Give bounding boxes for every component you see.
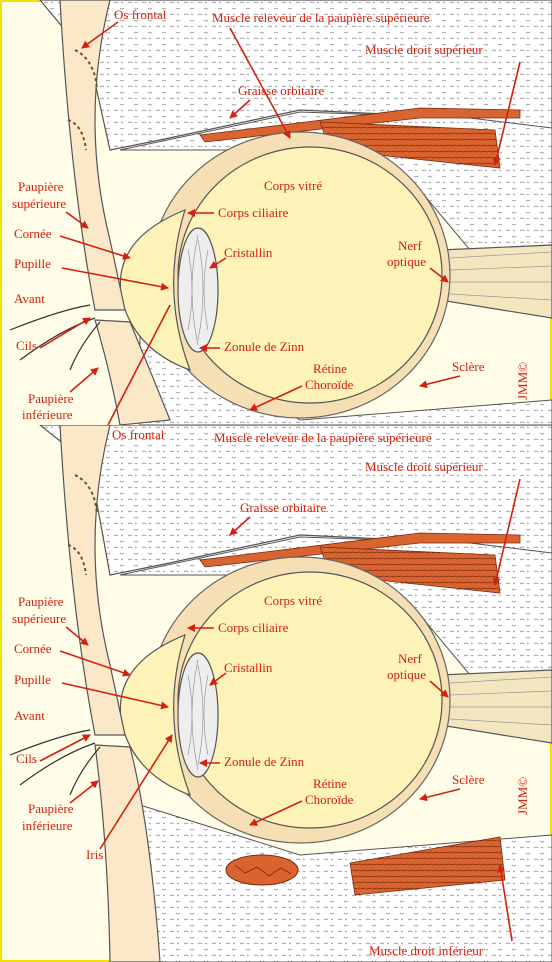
label-upper-eyelid-2: supérieure — [12, 196, 66, 211]
label-zonule: Zonule de Zinn — [224, 754, 305, 769]
label-optic-nerve-2: optique — [387, 254, 426, 269]
label-front: Avant — [14, 291, 45, 306]
lens — [178, 653, 218, 777]
label-choroid: Choroïde — [305, 377, 354, 392]
label-pupil: Pupille — [14, 256, 51, 271]
label-optic-nerve-1: Nerf — [398, 238, 422, 253]
eye-diagram-bottom: Os frontal Muscle releveur de la paupièr… — [0, 425, 552, 962]
optic-nerve — [440, 245, 552, 318]
label-superior-rectus: Muscle droit supérieur — [365, 459, 483, 474]
label-credit: JMM© — [515, 362, 530, 400]
label-os-frontal: Os frontal — [112, 427, 165, 442]
optic-nerve — [440, 670, 552, 743]
label-zonule: Zonule de Zinn — [224, 339, 305, 354]
label-optic-nerve-2: optique — [387, 667, 426, 682]
eye-cross-section-top: Os frontal Muscle releveur de la paupièr… — [0, 0, 552, 425]
label-retina: Rétine — [313, 361, 347, 376]
label-sclera: Sclère — [452, 359, 485, 374]
label-vitreous: Corps vitré — [264, 593, 322, 608]
label-lower-eyelid-1: Paupière — [28, 391, 74, 406]
label-ciliary-body: Corps ciliaire — [218, 620, 289, 635]
label-cornea: Cornée — [14, 226, 52, 241]
label-choroid: Choroïde — [305, 792, 354, 807]
label-lower-eyelid-1: Paupière — [28, 801, 74, 816]
label-upper-eyelid-2: supérieure — [12, 611, 66, 626]
label-upper-eyelid-1: Paupière — [18, 179, 64, 194]
eye-diagram-top: Os frontal Muscle releveur de la paupièr… — [0, 0, 552, 425]
lens — [178, 228, 218, 352]
label-vitreous: Corps vitré — [264, 178, 322, 193]
inferior-oblique-muscle — [226, 855, 298, 885]
label-sclera: Sclère — [452, 772, 485, 787]
label-lower-eyelid-2: inférieure — [22, 407, 73, 422]
label-inferior-rectus: Muscle droit inférieur — [369, 943, 484, 958]
label-upper-eyelid-1: Paupière — [18, 594, 64, 609]
label-orbital-fat: Graisse orbitaire — [238, 83, 325, 98]
label-pupil: Pupille — [14, 672, 51, 687]
label-cornea: Cornée — [14, 641, 52, 656]
label-levator-muscle: Muscle releveur de la paupière supérieur… — [212, 10, 430, 25]
label-eyelashes: Cils — [16, 751, 37, 766]
label-lens: Cristallin — [224, 245, 273, 260]
label-credit: JMM© — [515, 777, 530, 815]
label-retina: Rétine — [313, 776, 347, 791]
eye-cross-section-bottom: Os frontal Muscle releveur de la paupièr… — [0, 425, 552, 962]
label-ciliary-body: Corps ciliaire — [218, 205, 289, 220]
label-lower-eyelid-2: inférieure — [22, 818, 73, 833]
label-front: Avant — [14, 708, 45, 723]
label-os-frontal: Os frontal — [114, 7, 167, 22]
label-eyelashes: Cils — [16, 338, 37, 353]
label-levator-muscle: Muscle releveur de la paupière supérieur… — [214, 430, 432, 445]
label-lens: Cristallin — [224, 660, 273, 675]
label-optic-nerve-1: Nerf — [398, 651, 422, 666]
label-superior-rectus: Muscle droit supérieur — [365, 42, 483, 57]
label-orbital-fat: Graisse orbitaire — [240, 500, 327, 515]
